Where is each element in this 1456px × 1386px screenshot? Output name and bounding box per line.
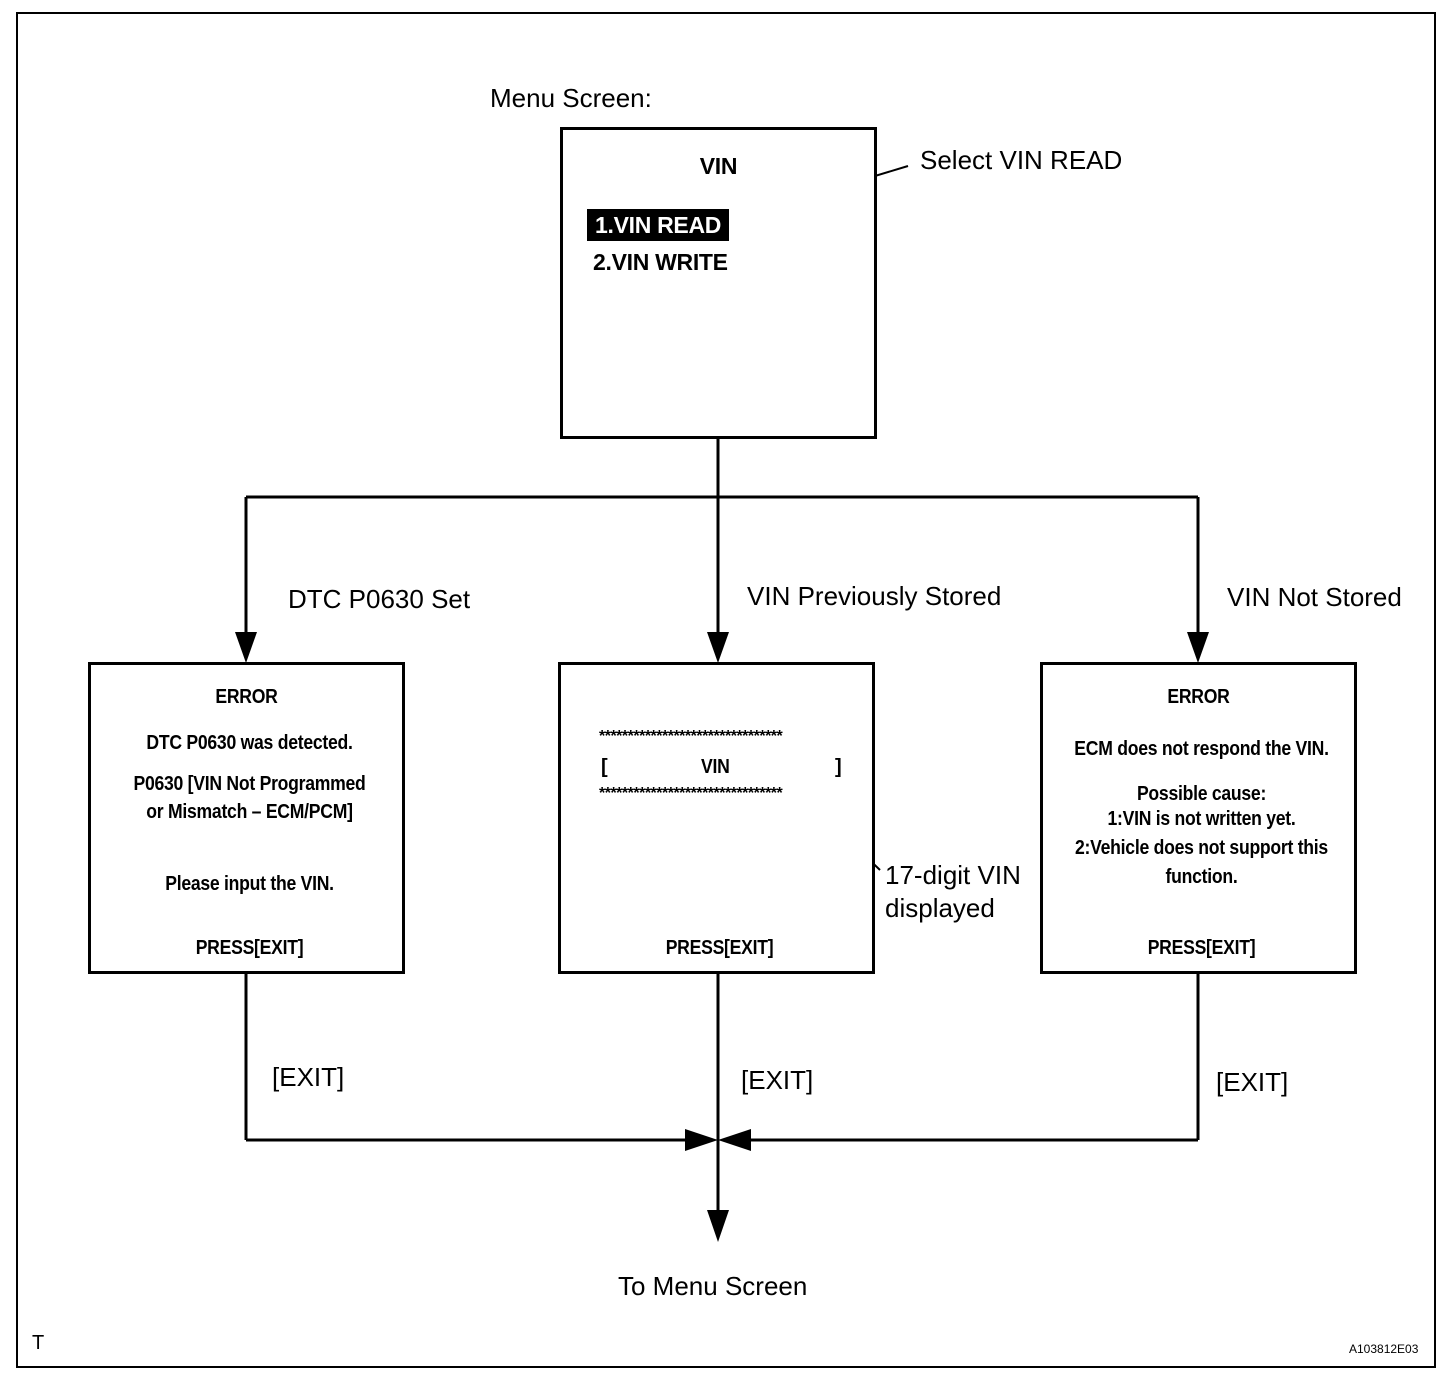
error-line-input-vin: Please input the VIN. xyxy=(165,873,334,895)
exit-label-middle: [EXIT] xyxy=(741,1065,814,1095)
arrowhead-middle-down xyxy=(707,632,729,663)
branch-label-vin-not-stored: VIN Not Stored xyxy=(1227,582,1402,612)
arrowhead-left-into-merge xyxy=(685,1129,718,1151)
error-screen-dtc: ERROR DTC P0630 was detected. P0630 [VIN… xyxy=(88,662,405,974)
stars-top: ******************************** xyxy=(599,728,783,745)
bracket-open: [ xyxy=(601,756,608,778)
exit-label-left: [EXIT] xyxy=(272,1062,345,1092)
error-line-not-written: 1:VIN is not written yet. xyxy=(1107,808,1296,830)
arrowhead-right-into-merge xyxy=(718,1129,751,1151)
to-menu-screen-label: To Menu Screen xyxy=(618,1271,808,1301)
error-line-detected: DTC P0630 was detected. xyxy=(146,732,353,754)
arrowhead-to-menu xyxy=(707,1210,729,1242)
figure-code: A103812E03 xyxy=(1349,1342,1419,1356)
figure-frame xyxy=(16,12,1436,1368)
error-line-function: function. xyxy=(1165,866,1238,888)
press-exit-label: PRESS[EXIT] xyxy=(1147,937,1256,959)
press-exit-label: PRESS[EXIT] xyxy=(665,937,774,959)
exit-label-right: [EXIT] xyxy=(1216,1067,1289,1097)
press-exit-label: PRESS[EXIT] xyxy=(195,937,304,959)
branch-label-vin-stored: VIN Previously Stored xyxy=(747,581,1002,611)
error-line-p0630: P0630 [VIN Not Programmed xyxy=(133,773,366,795)
vin-callout-line2: displayed xyxy=(885,893,995,923)
error-line-possible-cause: Possible cause: xyxy=(1136,783,1267,805)
error-title: ERROR xyxy=(1167,686,1230,708)
error-line-no-response: ECM does not respond the VIN. xyxy=(1074,738,1329,760)
corner-mark: T xyxy=(32,1332,45,1354)
menu-item-vin-read[interactable]: 1.VIN READ xyxy=(587,209,730,241)
menu-screen-caption: Menu Screen: xyxy=(490,83,652,113)
arrowhead-right-down xyxy=(1187,632,1209,663)
bracket-close: ] xyxy=(835,756,842,778)
error-line-not-supported: 2:Vehicle does not support this xyxy=(1075,837,1328,859)
error-title: ERROR xyxy=(215,686,278,708)
arrowhead-left-down xyxy=(235,632,257,663)
error-line-mismatch: or Mismatch – ECM/PCM] xyxy=(146,801,353,823)
branch-label-dtc-set: DTC P0630 Set xyxy=(288,584,471,614)
select-vin-read-callout: Select VIN READ xyxy=(920,145,1123,175)
error-screen-not-stored: ERROR ECM does not respond the VIN. Poss… xyxy=(1040,662,1357,974)
menu-item-vin-write[interactable]: 2.VIN WRITE xyxy=(593,249,728,275)
vin-callout-line1: 17-digit VIN xyxy=(885,860,1021,890)
vin-display-screen: ******************************** [ VIN ]… xyxy=(558,662,875,974)
menu-screen-title: VIN xyxy=(699,153,738,179)
menu-screen-box: VIN 1.VIN READ 2.VIN WRITE xyxy=(560,127,877,439)
vin-value-label: VIN xyxy=(701,756,730,778)
stars-bottom: ******************************** xyxy=(599,785,783,802)
